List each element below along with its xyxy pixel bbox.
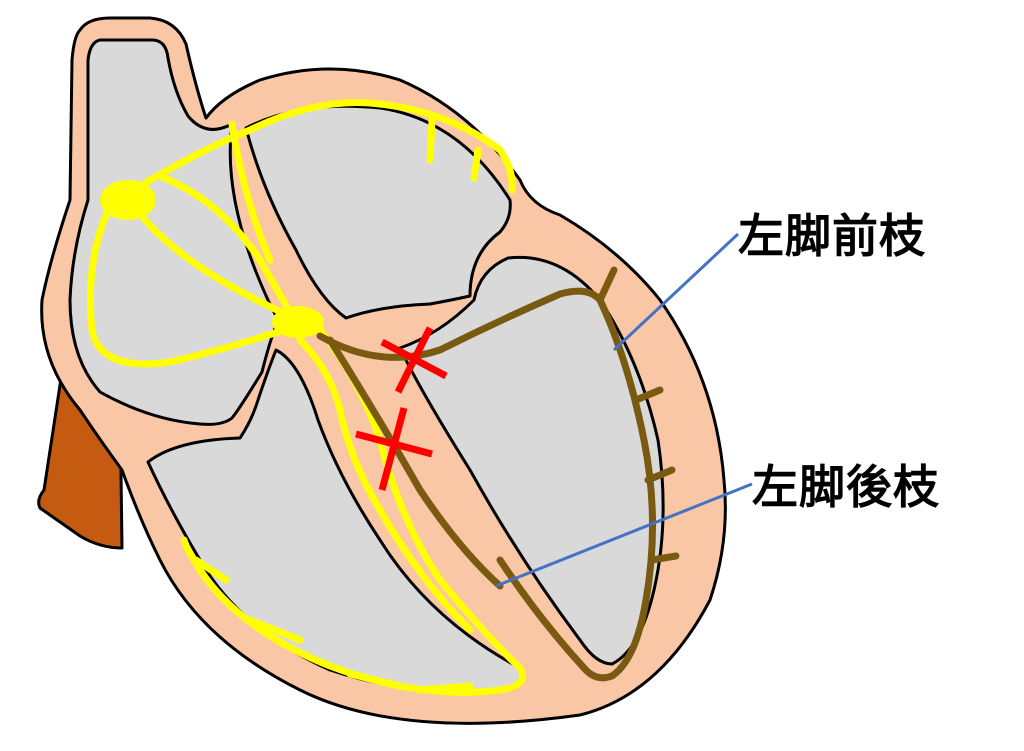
sa-node (100, 180, 156, 220)
av-node (272, 306, 324, 338)
cross-icon (380, 326, 448, 394)
leader-line-anterior (612, 232, 740, 352)
label-left-posterior-fascicle: 左脚後枝 (752, 460, 940, 514)
left-atrium (244, 104, 512, 320)
label-left-anterior-fascicle: 左脚前枝 (738, 209, 926, 263)
cross-icon (355, 407, 433, 491)
leader-line-posterior (495, 482, 753, 588)
left-bundle-branch (316, 266, 680, 682)
right-atrium (68, 38, 280, 426)
